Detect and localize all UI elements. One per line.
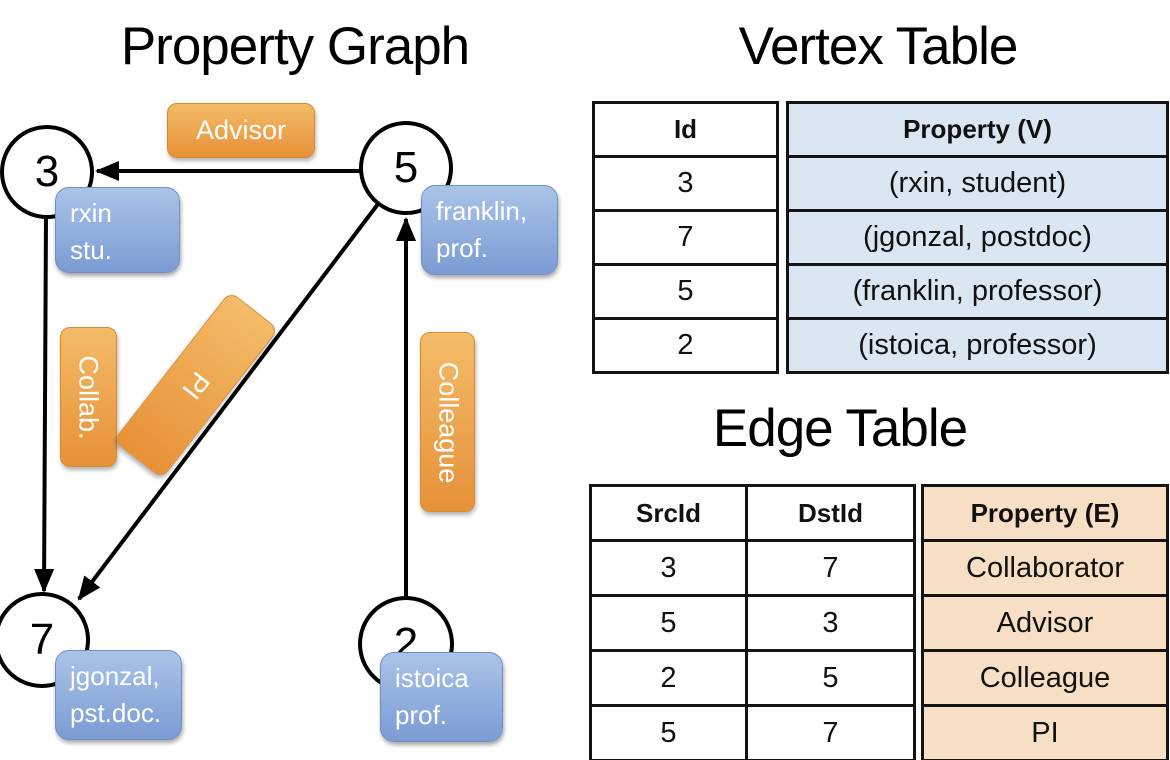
edge-label-colleague: Colleague [420, 332, 475, 512]
vertex-table-id-column: Id 3 7 5 2 [592, 101, 779, 374]
edge-label-colleague-text: Colleague [433, 361, 463, 483]
node-id-7: 7 [29, 615, 55, 664]
edge-table-header-dstid: DstId [745, 484, 916, 542]
node-id-5: 5 [393, 143, 419, 192]
node-property-label-7: jgonzal, pst.doc. [55, 650, 182, 740]
edge-label-advisor: Advisor [167, 103, 315, 158]
edge-table-property-column: Property (E) Collaborator Advisor Collea… [921, 484, 1169, 760]
graph-canvas [0, 121, 454, 692]
node-property-label-3: rxin stu. [55, 187, 180, 273]
edge-table-header-property: Property (E) [921, 484, 1169, 542]
table-cell: 5 [592, 263, 779, 320]
table-cell: 7 [745, 539, 916, 597]
node-property-line2: pst.doc. [70, 698, 162, 728]
node-property-line1: franklin, [436, 196, 528, 226]
edge-collab-arrow [34, 216, 55, 593]
node-property-label-2: istoica prof. [380, 652, 503, 742]
table-cell: 7 [592, 209, 779, 266]
node-property-label-5: franklin, prof. [421, 185, 558, 275]
table-cell: (jgonzal, postdoc) [786, 209, 1169, 266]
vertex-table-header-id: Id [592, 101, 779, 158]
edge-label-pi-text: PI [176, 366, 217, 405]
table-cell: 3 [592, 155, 779, 212]
node-property-line2: prof. [395, 700, 448, 730]
table-cell: 5 [589, 704, 748, 760]
table-cell: PI [921, 704, 1169, 760]
node-id-3: 3 [34, 147, 60, 196]
table-cell: 2 [592, 317, 779, 374]
table-cell: 7 [745, 704, 916, 760]
edge-table-title: Edge Table [712, 399, 968, 458]
node-property-line2: stu. [70, 235, 112, 265]
property-graph-title: Property Graph [120, 17, 470, 76]
edge-table-header-srcid: SrcId [589, 484, 748, 542]
vertex-table-property-column: Property (V) (rxin, student) (jgonzal, p… [786, 101, 1169, 374]
edge-pi-arrow [77, 202, 380, 601]
table-cell: 2 [589, 649, 748, 707]
vertex-table-title: Vertex Table [738, 17, 1019, 76]
table-cell: (istoica, professor) [786, 317, 1169, 374]
table-cell: Collaborator [921, 539, 1169, 597]
node-property-line1: rxin [70, 198, 112, 228]
table-cell: 5 [589, 594, 748, 652]
node-property-line1: istoica [395, 663, 469, 693]
node-property-line2: prof. [436, 233, 489, 263]
table-cell: (rxin, student) [786, 155, 1169, 212]
table-cell: 3 [745, 594, 916, 652]
node-property-line1: jgonzal, [70, 661, 160, 691]
table-cell: 3 [589, 539, 748, 597]
table-cell: Advisor [921, 594, 1169, 652]
table-cell: Colleague [921, 649, 1169, 707]
edge-table-id-columns: SrcId DstId 3 7 5 3 2 5 5 7 [589, 484, 916, 760]
edge-label-advisor-text: Advisor [195, 115, 287, 145]
vertex-table-header-property: Property (V) [786, 101, 1169, 158]
edge-label-collab-text: Collab. [74, 354, 105, 440]
table-cell: (franklin, professor) [786, 263, 1169, 320]
table-cell: 5 [745, 649, 916, 707]
edge-label-collab: Collab. [60, 327, 117, 467]
